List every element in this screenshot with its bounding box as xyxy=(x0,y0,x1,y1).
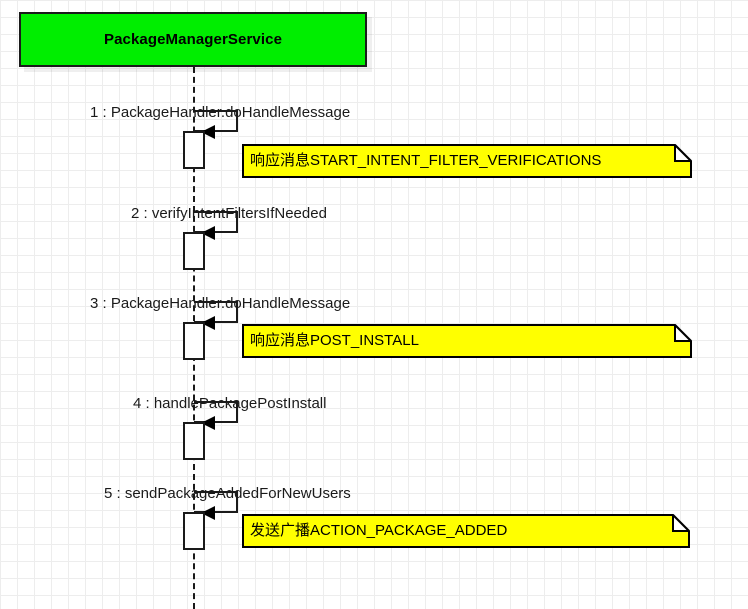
activation-bar-1 xyxy=(183,131,205,169)
note-shape-5 xyxy=(242,514,690,548)
note-text-3: 响应消息POST_INSTALL xyxy=(250,332,419,349)
note-shape-3 xyxy=(242,324,692,358)
self-call-loop-3 xyxy=(194,301,238,323)
message-label-2: 2 : verifyIntentFiltersIfNeeded xyxy=(131,205,327,222)
self-call-loop-2 xyxy=(194,211,238,233)
activation-bar-5 xyxy=(183,512,205,550)
note-shape-1 xyxy=(242,144,692,178)
self-call-loop-1 xyxy=(194,110,238,132)
activation-bar-3 xyxy=(183,322,205,360)
note-1: 响应消息START_INTENT_FILTER_VERIFICATIONS xyxy=(242,144,692,178)
activation-bar-4 xyxy=(183,422,205,460)
self-call-loop-4 xyxy=(194,401,238,423)
message-label-4: 4 : handlePackagePostInstall xyxy=(133,395,327,412)
note-text-5: 发送广播ACTION_PACKAGE_ADDED xyxy=(250,522,508,539)
message-label-3: 3 : PackageHandler.doHandleMessage xyxy=(90,295,351,312)
message-label-1: 1 : PackageHandler.doHandleMessage xyxy=(90,104,351,121)
message-label-5: 5 : sendPackageAddedForNewUsers xyxy=(104,485,351,502)
activation-bar-2 xyxy=(183,232,205,270)
note-text-1: 响应消息START_INTENT_FILTER_VERIFICATIONS xyxy=(250,152,602,169)
note-3: 响应消息POST_INSTALL xyxy=(242,324,692,358)
participant-box[interactable]: PackageManagerService xyxy=(19,12,367,67)
note-5: 发送广播ACTION_PACKAGE_ADDED xyxy=(242,514,690,548)
self-call-loop-5 xyxy=(194,491,238,513)
participant-name: PackageManagerService xyxy=(103,31,283,48)
